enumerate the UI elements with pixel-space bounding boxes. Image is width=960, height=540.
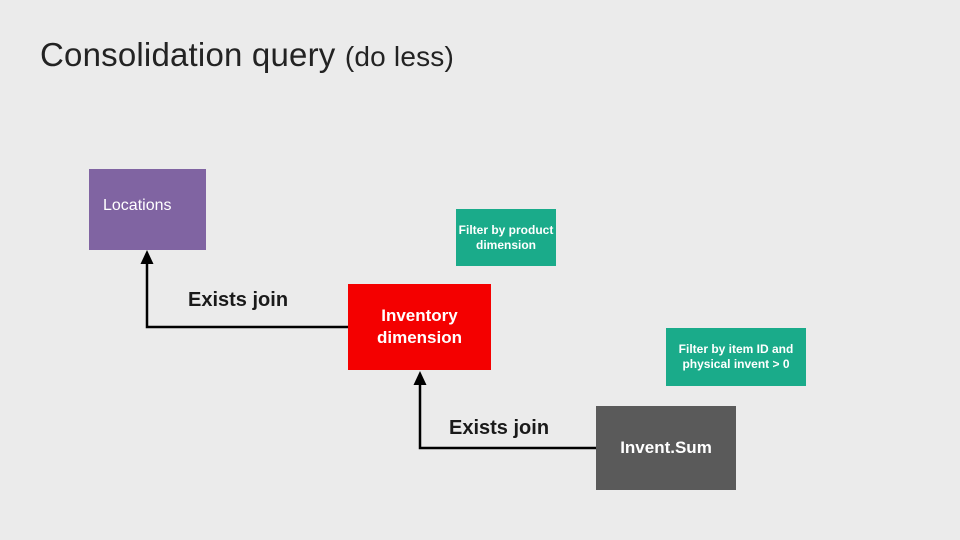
page-title-subtitle: (do less) — [344, 41, 455, 72]
node-locations[interactable]: Locations — [89, 169, 206, 250]
node-filter-product-dimension-label: Filter by product dimension — [458, 222, 554, 252]
node-inventory-dimension-label: Inventory dimension — [376, 305, 462, 347]
node-inventory-dimension[interactable]: Inventory dimension — [348, 284, 491, 370]
node-invent-sum[interactable]: Invent.Sum — [596, 406, 736, 490]
page-title-main: Consolidation query — [40, 36, 345, 73]
node-invent-sum-label: Invent.Sum — [620, 438, 712, 457]
connector-label-exists-join-1: Exists join — [188, 289, 289, 311]
node-filter-item-id-label: Filter by item ID and physical invent > … — [678, 342, 794, 371]
arrowhead-exists-join-1 — [140, 250, 154, 264]
node-filter-item-id[interactable]: Filter by item ID and physical invent > … — [666, 328, 806, 386]
page-title: Consolidation query (do less) — [40, 36, 454, 74]
arrowhead-exists-join-2 — [413, 371, 427, 385]
node-filter-product-dimension[interactable]: Filter by product dimension — [456, 209, 556, 266]
connector-label-exists-join-2: Exists join — [449, 417, 550, 439]
node-locations-label: Locations — [103, 197, 172, 214]
